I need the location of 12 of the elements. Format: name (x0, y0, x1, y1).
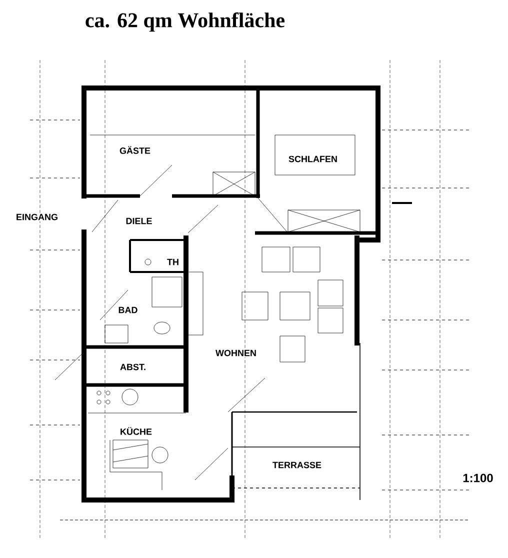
room-label: ABST. (119, 362, 147, 372)
room-label: KÜCHE (119, 426, 153, 436)
title: ca. 62 qm Wohnfläche (86, 12, 285, 32)
room-label: DIELE (124, 216, 154, 226)
scale-label: 1:100 (463, 474, 493, 482)
room-label: GÄSTE (118, 145, 152, 155)
room-label: EINGANG (15, 212, 59, 222)
room-label: TERRASSE (272, 460, 322, 470)
room-label: BAD (117, 306, 139, 314)
room-label: TH (166, 258, 180, 266)
room-label: WOHNEN (214, 348, 258, 358)
room-label: SCHLAFEN (288, 154, 338, 164)
